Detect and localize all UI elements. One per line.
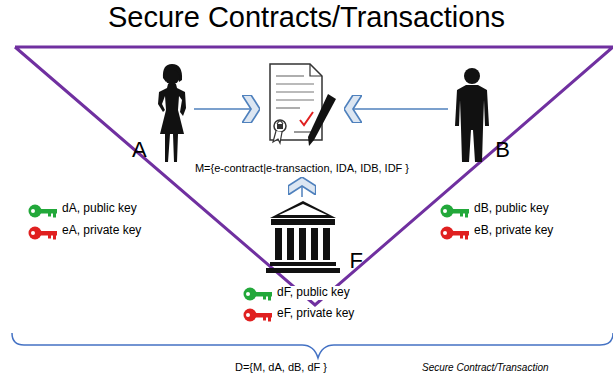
public-key-icon (29, 205, 58, 218)
party-letter: A (130, 138, 149, 164)
party-letter: F (348, 249, 365, 275)
trust-triangle (15, 47, 613, 305)
key-label: dF, public key (275, 286, 352, 300)
contract-document: M={e-contract|e-transaction, IDA, IDB, I… (262, 60, 342, 152)
public-key-icon (244, 288, 273, 301)
person-b-figure (455, 68, 489, 162)
chevron-connector (301, 177, 303, 197)
private-key-icon (244, 309, 273, 322)
party-a: A (130, 66, 192, 164)
bank-building (266, 201, 340, 273)
private-key-icon (441, 227, 470, 240)
title: Secure Contracts/Transactions (0, 1, 613, 34)
person-a-figure (158, 64, 186, 162)
message-text: M={e-contract|e-transaction, IDA, IDB, I… (193, 162, 411, 174)
document-set: D={M, dA, dB, dF } (233, 361, 329, 374)
private-key-icon (29, 227, 58, 240)
chevron-connector (344, 108, 448, 110)
bank-f: F (255, 198, 365, 275)
key-label: eB, private key (472, 224, 555, 238)
brace (12, 333, 613, 358)
party-b: B (450, 66, 512, 164)
caption-note: Secure Contract/Transaction (420, 362, 551, 374)
party-letter: B (493, 138, 512, 164)
key-label: eF, private key (275, 307, 356, 321)
key-label: dA, public key (60, 202, 139, 216)
key-label: eA, private key (60, 224, 143, 238)
key-label: dB, public key (472, 202, 551, 216)
chevron-connector (194, 108, 260, 110)
public-key-icon (441, 205, 470, 218)
contract-document (270, 64, 336, 146)
